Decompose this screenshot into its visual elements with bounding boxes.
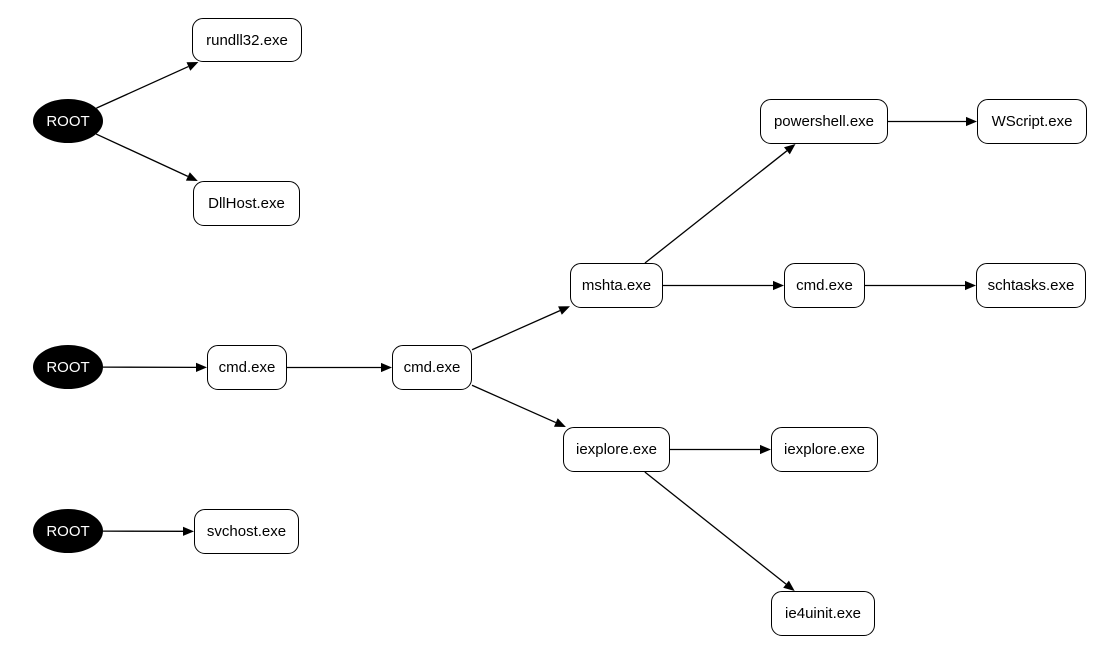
process-node-rundll32: rundll32.exe <box>192 18 302 62</box>
process-node-ie4uinit: ie4uinit.exe <box>771 591 875 636</box>
edge-cmd2-to-iexplore1 <box>471 384 566 427</box>
arrowhead-icon <box>183 526 194 536</box>
edge-mshta-to-powershell <box>644 144 796 264</box>
edge-line <box>96 65 189 109</box>
process-node-schtasks: schtasks.exe <box>976 263 1086 308</box>
process-node-dllhost: DllHost.exe <box>193 181 300 226</box>
edge-mshta-to-cmd3 <box>663 280 784 291</box>
arrowhead-icon <box>966 116 977 127</box>
edge-line <box>471 384 557 424</box>
process-node-cmd: cmd.exe <box>207 345 287 390</box>
root-node: ROOT <box>33 345 103 389</box>
edge-line <box>471 310 561 351</box>
arrowhead-icon <box>760 444 771 455</box>
process-node-iexplore: iexplore.exe <box>563 427 670 472</box>
edge-line <box>95 133 189 177</box>
process-node-cmd: cmd.exe <box>392 345 472 390</box>
edge-root1-to-dllhost <box>95 133 198 181</box>
arrowhead-icon <box>186 62 199 71</box>
process-node-iexplore: iexplore.exe <box>771 427 878 472</box>
arrowhead-icon <box>784 144 796 155</box>
process-node-wscript: WScript.exe <box>977 99 1087 144</box>
process-node-mshta: mshta.exe <box>570 263 663 308</box>
arrowhead-icon <box>185 172 198 181</box>
arrowhead-icon <box>965 280 976 291</box>
edge-powershell-to-wscript <box>888 116 977 127</box>
arrowhead-icon <box>196 362 207 372</box>
edge-root2-to-cmd1 <box>102 362 207 372</box>
edge-iexplore1-to-ie4uinit <box>644 471 795 591</box>
edge-root1-to-rundll32 <box>96 62 199 109</box>
edge-line <box>644 471 787 585</box>
process-node-cmd: cmd.exe <box>784 263 865 308</box>
arrowhead-icon <box>773 280 784 291</box>
arrowhead-icon <box>554 418 566 427</box>
edge-line <box>644 150 788 264</box>
arrowhead-icon <box>558 306 570 315</box>
edge-cmd3-to-schtasks <box>865 280 976 291</box>
process-node-svchost: svchost.exe <box>194 509 299 554</box>
root-node: ROOT <box>33 99 103 143</box>
arrowhead-icon <box>783 580 795 591</box>
process-node-powershell: powershell.exe <box>760 99 888 144</box>
edge-root3-to-svchost <box>102 526 194 536</box>
root-node: ROOT <box>33 509 103 553</box>
edge-cmd2-to-mshta <box>471 306 570 351</box>
arrowhead-icon <box>381 362 392 373</box>
edge-iexplore1-to-iexplore2 <box>670 444 771 455</box>
edge-cmd1-to-cmd2 <box>287 362 392 373</box>
